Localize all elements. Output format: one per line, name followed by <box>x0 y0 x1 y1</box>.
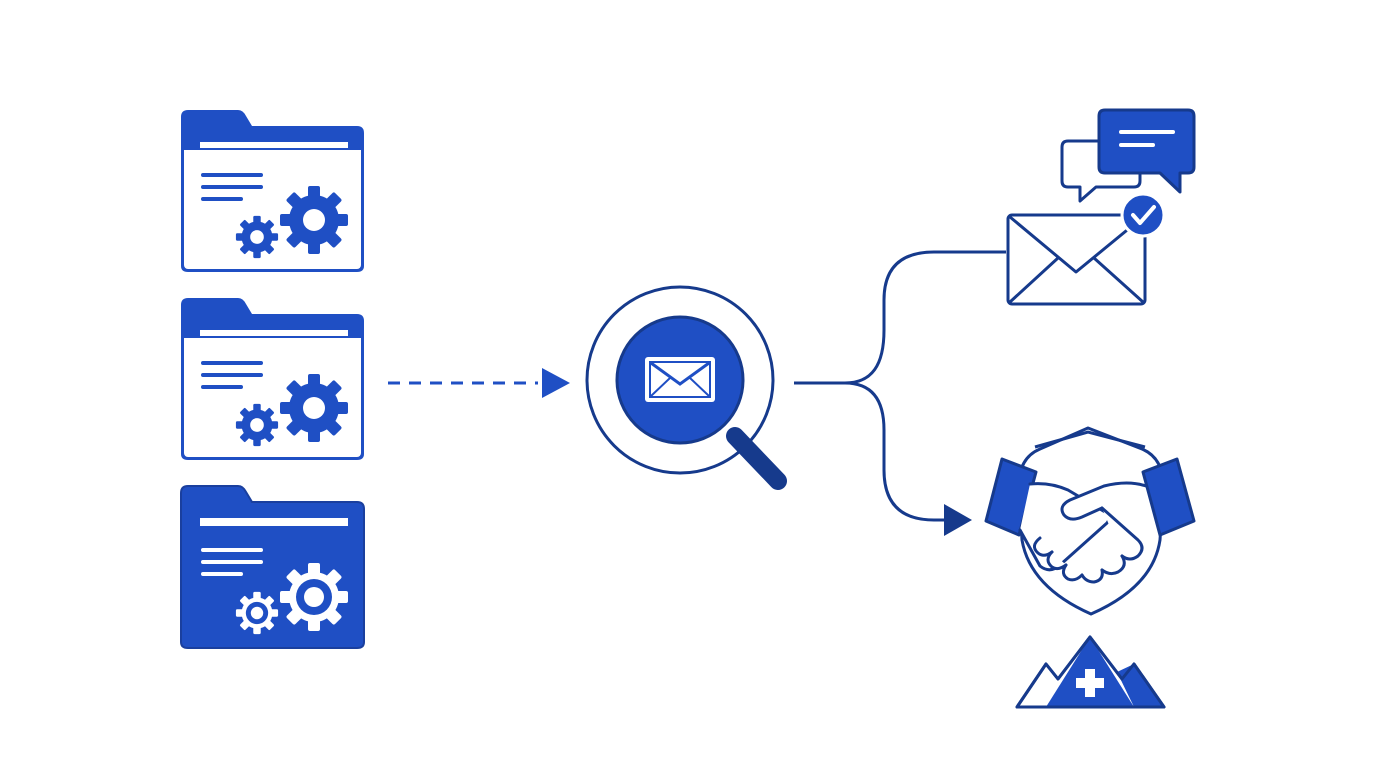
folder-gears-icon <box>181 298 364 460</box>
handshake-shield-icon <box>984 426 1196 616</box>
chat-bubbles-icon <box>1060 108 1196 203</box>
folder-gears-icon <box>181 110 364 272</box>
email-search-icon <box>585 285 787 490</box>
folder-gears-icon <box>180 485 365 649</box>
branch-connector <box>794 250 1006 522</box>
email-verified-icon <box>1006 192 1166 306</box>
mountain-cross-icon <box>1015 635 1166 709</box>
branch-arrowhead <box>944 504 972 536</box>
dashed-arrow <box>388 368 570 398</box>
